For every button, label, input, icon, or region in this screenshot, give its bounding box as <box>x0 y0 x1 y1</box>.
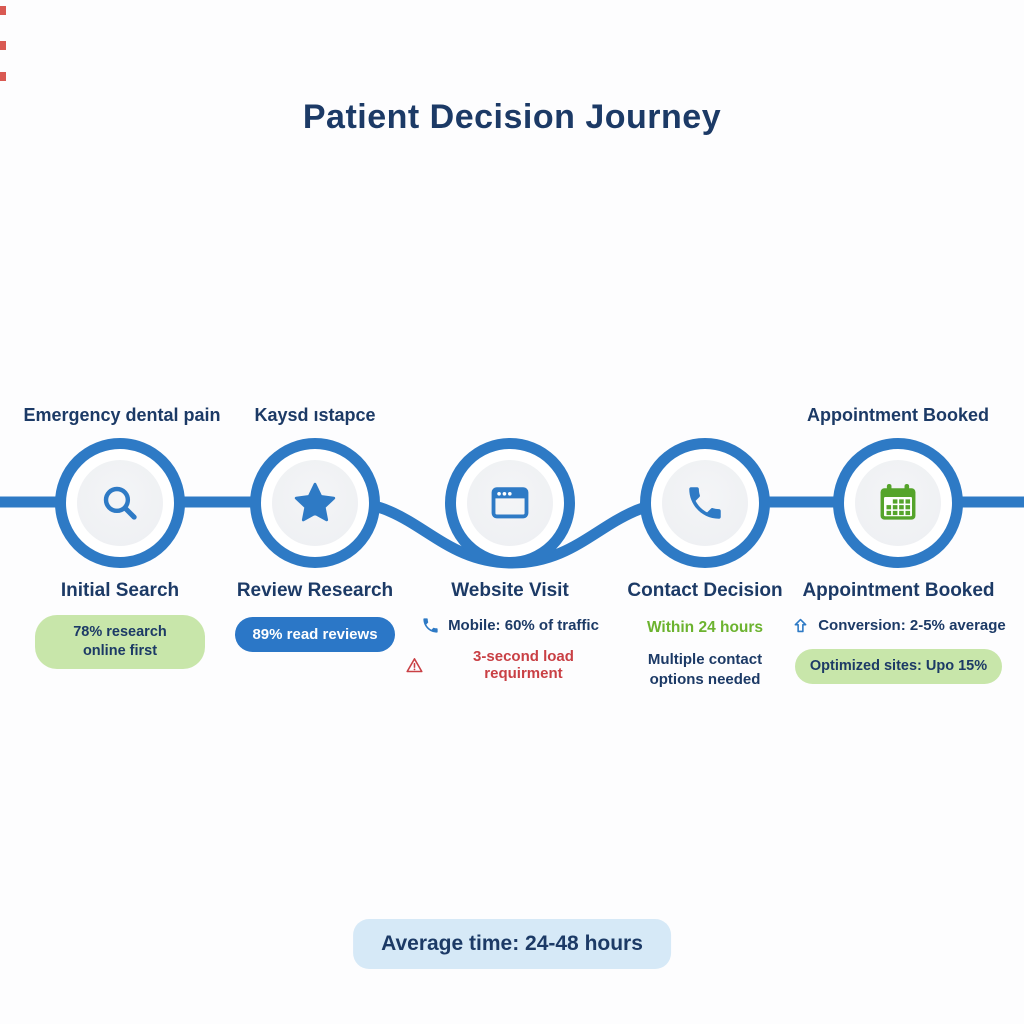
node-inner-circle <box>77 460 163 546</box>
phone-icon <box>689 487 721 519</box>
stat-row-load-requirement: 3-second load requirment <box>405 648 615 682</box>
node-label-kaysd-istapce: Kaysd ıstapce <box>254 405 376 425</box>
stat-within-24-hours: Within 24 hours <box>646 619 764 636</box>
edge-artifact-mark <box>0 72 6 81</box>
node-label-emergency-dental-pain: Emergency dental pain <box>23 405 221 425</box>
timeline-node-review-research <box>250 438 380 568</box>
step-title: Contact Decision <box>627 580 783 601</box>
star-icon <box>294 482 336 522</box>
page-title: Patient Decision Journey <box>302 98 722 136</box>
node-label-appointment-booked: Appointment Booked <box>807 405 989 425</box>
node-inner-circle <box>467 460 553 546</box>
search-icon <box>103 486 137 520</box>
step-title: Website Visit <box>451 580 569 601</box>
edge-artifact-mark <box>0 41 6 50</box>
stat-badge-research-online: 78% research online first <box>35 615 205 669</box>
stat-mobile-traffic-text: Mobile: 60% of traffic <box>448 617 599 634</box>
timeline-node-appointment-booked <box>833 438 963 568</box>
node-inner-circle <box>662 460 748 546</box>
step-title: Appointment Booked <box>802 580 995 601</box>
stat-contact-options: Multiple contact options needed <box>647 651 763 689</box>
stat-row-mobile-traffic: Mobile: 60% of traffic <box>405 616 615 635</box>
warning-icon <box>406 657 423 672</box>
node-inner-circle <box>272 460 358 546</box>
browser-window-icon <box>491 487 529 519</box>
step-column-initial-search: Initial Search 78% research online first <box>15 580 225 669</box>
edge-artifact-mark <box>0 6 6 15</box>
stat-conversion-text: Conversion: 2-5% average <box>818 617 1006 634</box>
timeline-node-initial-search <box>55 438 185 568</box>
step-title: Review Research <box>236 580 394 601</box>
stat-row-conversion: Conversion: 2-5% average <box>791 616 1006 635</box>
step-column-review-research: Review Research 89% read reviews <box>210 580 420 652</box>
step-column-appointment-booked: Appointment Booked Conversion: 2-5% aver… <box>791 580 1006 684</box>
timeline-node-website-visit <box>445 438 575 568</box>
stat-load-requirement-text: 3-second load requirment <box>473 648 574 682</box>
phone-icon <box>423 618 438 633</box>
step-column-website-visit: Website Visit Mobile: 60% of traffic 3-s… <box>405 580 615 682</box>
step-title: Initial Search <box>60 580 180 601</box>
stat-badge-read-reviews: 89% read reviews <box>235 617 395 652</box>
calendar-icon <box>880 484 916 520</box>
stat-badge-optimized-sites: Optimized sites: Upo 15% <box>794 649 1003 684</box>
arrow-up-icon <box>794 618 807 633</box>
average-time-badge: Average time: 24-48 hours <box>353 919 671 969</box>
timeline-node-contact-decision <box>640 438 770 568</box>
step-column-contact-decision: Contact Decision Within 24 hours Multipl… <box>600 580 810 691</box>
node-inner-circle <box>855 460 941 546</box>
